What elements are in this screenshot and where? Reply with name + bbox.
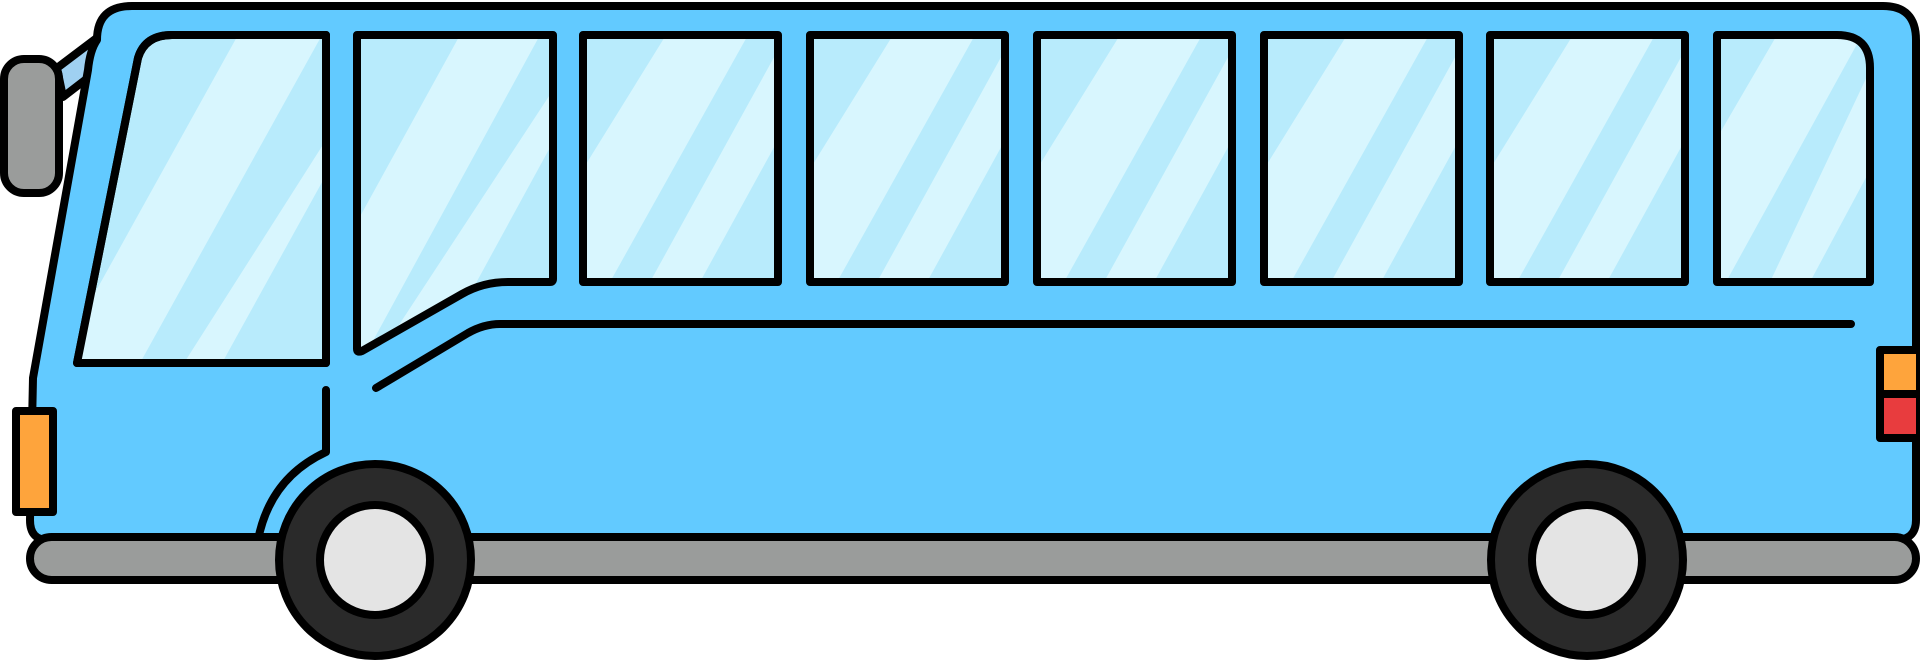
door-edge-line: [254, 386, 330, 544]
passenger-window-5: [1486, 31, 1689, 286]
tail-light-amber: [1876, 346, 1920, 398]
tail-light-red: [1876, 390, 1920, 442]
rear-wheel: [1487, 460, 1687, 660]
rear-hubcap: [1528, 501, 1646, 619]
passenger-window-2: [806, 31, 1009, 286]
passenger-window-3: [1033, 31, 1236, 286]
front-marker-light: [12, 407, 57, 516]
passenger-window-4: [1260, 31, 1463, 286]
bumper-skirt: [26, 533, 1920, 584]
body-trim-line: [372, 320, 1855, 392]
door-window: [353, 31, 557, 356]
passenger-window-6: [1713, 31, 1874, 286]
passenger-window-1: [579, 31, 782, 286]
front-wheel: [275, 460, 475, 660]
windshield: [73, 31, 330, 367]
front-hubcap: [316, 501, 434, 619]
side-mirror: [0, 55, 63, 197]
